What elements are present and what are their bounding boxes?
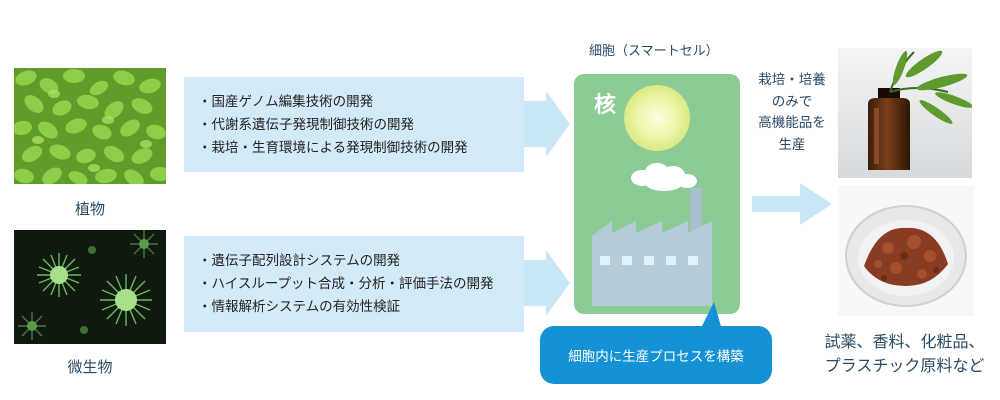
plant-arrow-head [524, 91, 570, 157]
products-line: 試薬、香料、化粧品、 [824, 332, 985, 351]
products-caption: 試薬、香料、化粧品、 プラスチック原料など [812, 330, 997, 378]
production-note: 栽培・培養 のみで 高機能品を 生産 [744, 70, 840, 156]
production-note-line: 生産 [778, 136, 806, 153]
output-arrow [752, 183, 832, 225]
process-bubble-text: 細胞内に生産プロセスを構築 [568, 349, 744, 365]
process-bubble: 細胞内に生産プロセスを構築 [540, 326, 772, 384]
products-line: プラスチック原料など [824, 356, 985, 375]
microbe-image [14, 230, 166, 344]
plant-leaves-image [14, 68, 166, 184]
plant-tech-box: ・国産ゲノム編集技術の開発 ・代謝系遺伝子発現制御技術の開発 ・栽培・生育環境に… [184, 77, 524, 172]
smoke-cloud-icon [631, 163, 697, 191]
nucleus-icon [624, 85, 690, 151]
microbe-tech-item: ・遺伝子配列設計システムの開発 [198, 253, 401, 269]
production-note-line: 高機能品を [758, 115, 826, 131]
plant-tech-item: ・栽培・生育環境による発現制御技術の開発 [198, 140, 468, 156]
microbe-caption: 微生物 [67, 358, 113, 376]
microbe-arrow-head [524, 250, 570, 316]
nucleus-label: 核 [594, 93, 617, 118]
production-note-line: 栽培・培養 [758, 72, 826, 88]
microbe-tech-item: ・ハイスループット合成・分析・評価手法の開発 [198, 276, 494, 292]
bottle-plant-image [838, 48, 972, 178]
plant-caption: 植物 [74, 200, 105, 218]
microbe-tech-box: ・遺伝子配列設計システムの開発 ・ハイスループット合成・分析・評価手法の開発 ・… [184, 236, 524, 332]
plant-tech-item: ・国産ゲノム編集技術の開発 [198, 94, 374, 110]
plant-tech-item: ・代謝系遺伝子発現制御技術の開発 [198, 117, 414, 133]
bubble-tail [700, 302, 722, 330]
powder-dish-image [838, 186, 974, 316]
cell-title: 細胞（スマートセル） [589, 44, 719, 59]
factory-icon [592, 188, 712, 306]
microbe-tech-item: ・情報解析システムの有効性検証 [198, 299, 401, 315]
production-note-line: のみで [771, 93, 813, 110]
